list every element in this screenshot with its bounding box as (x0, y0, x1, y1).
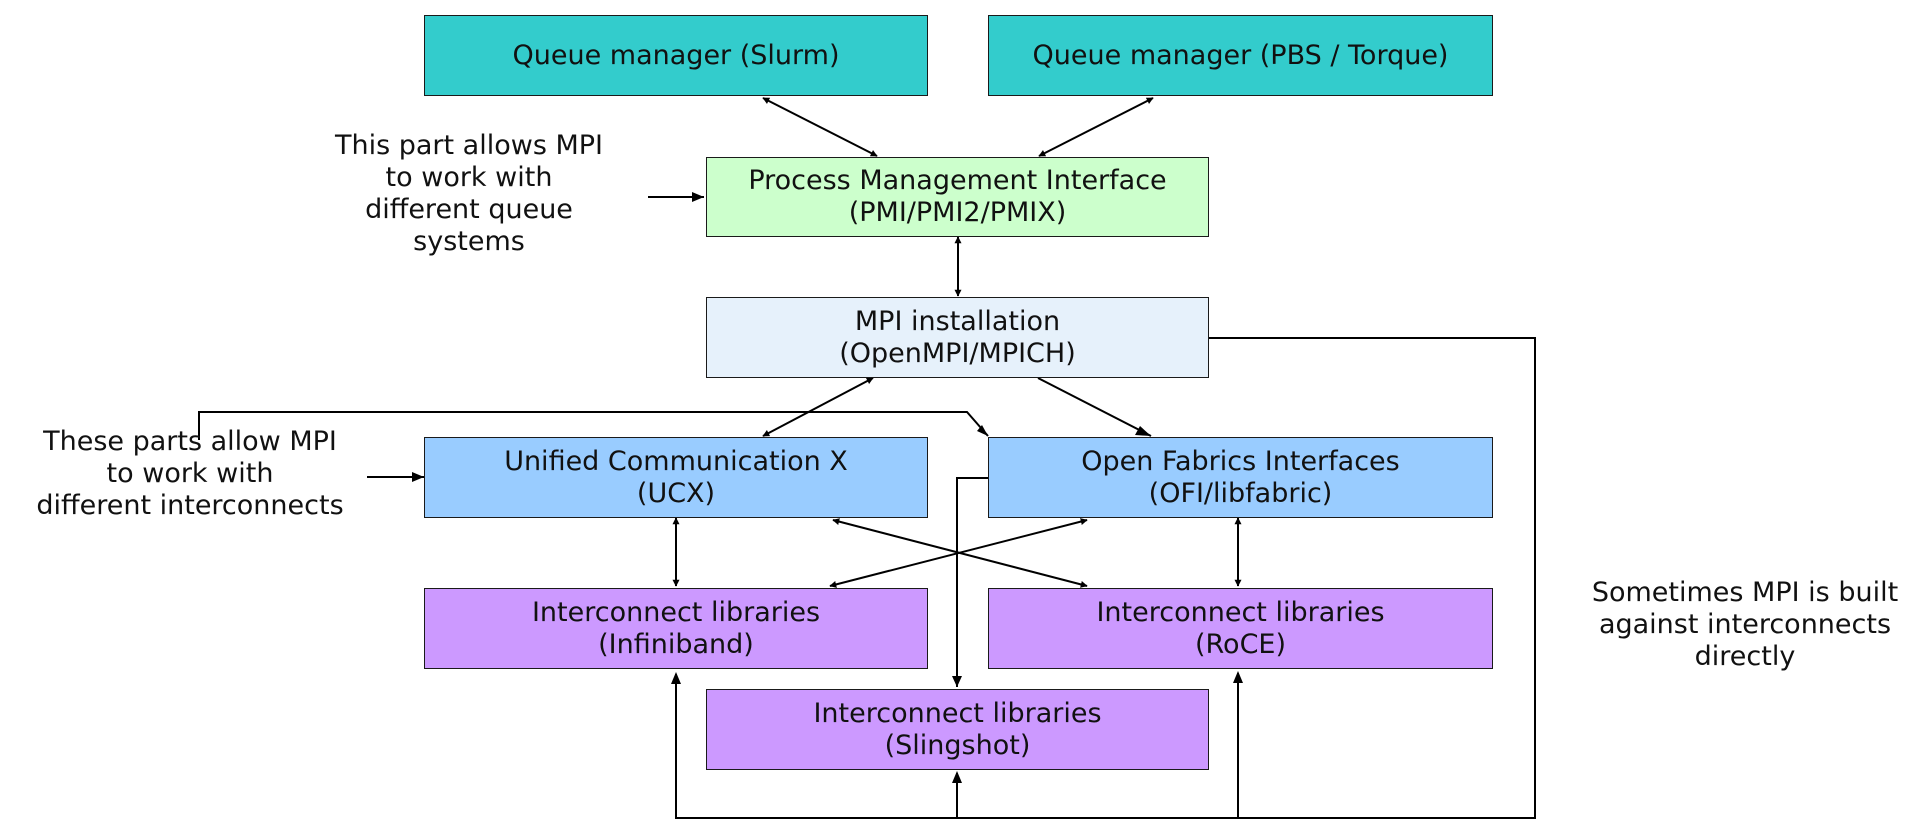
mpi-label-line2: (OpenMPI/MPICH) (839, 337, 1076, 369)
roce-box: Interconnect libraries (RoCE) (988, 588, 1493, 669)
direct-note-line1: Sometimes MPI is built (1591, 577, 1899, 608)
ucx-label-line1: Unified Communication X (504, 445, 848, 477)
pmi-box: Process Management Interface (PMI/PMI2/P… (706, 157, 1209, 237)
queue-note-line3: different queue (365, 194, 573, 225)
roce-label-line1: Interconnect libraries (1096, 596, 1385, 628)
slingshot-label-line1: Interconnect libraries (813, 697, 1102, 729)
queue-manager-pbs-box: Queue manager (PBS / Torque) (988, 15, 1493, 96)
ofi-slingshot-arrow (956, 477, 988, 687)
interconnects-note: These parts allow MPI to work with diffe… (10, 426, 370, 522)
slingshot-label-line2: (Slingshot) (884, 729, 1031, 761)
mpi-installation-box: MPI installation (OpenMPI/MPICH) (706, 297, 1209, 378)
note-to-ofi-arrow (198, 411, 989, 440)
pmi-label-line1: Process Management Interface (748, 165, 1167, 196)
direct-note-line2: against interconnects (1598, 609, 1892, 640)
infiniband-label-line1: Interconnect libraries (531, 596, 821, 628)
direct-note-line3: directly (1694, 641, 1796, 672)
queue-systems-note: This part allows MPI to work with differ… (309, 130, 629, 258)
infiniband-label-line2: (Infiniband) (598, 628, 754, 660)
queue-manager-pbs-label: Queue manager (PBS / Torque) (1032, 39, 1449, 71)
queue-manager-slurm-label: Queue manager (Slurm) (512, 39, 840, 71)
mpi-direct-path (675, 337, 1536, 819)
pmi-label-line2: (PMI/PMI2/PMIX) (848, 197, 1067, 228)
mpi-label-line1: MPI installation (854, 305, 1061, 337)
interconnect-note-line1: These parts allow MPI (43, 426, 337, 457)
ofi-label-line1: Open Fabrics Interfaces (1081, 445, 1400, 477)
queue-note-line1: This part allows MPI (334, 130, 604, 161)
mpi-ofi-arrow (1037, 377, 1152, 437)
ofi-ib-cross-arrow (829, 518, 1088, 588)
infiniband-box: Interconnect libraries (Infiniband) (424, 588, 928, 669)
ucx-label-line2: (UCX) (636, 477, 716, 509)
ofi-box: Open Fabrics Interfaces (OFI/libfabric) (988, 437, 1493, 518)
interconnect-note-line3: different interconnects (36, 490, 344, 521)
queue-note-line4: systems (413, 226, 525, 257)
mpi-ucx-arrow (762, 377, 874, 437)
interconnect-note-line2: to work with (106, 458, 274, 489)
ofi-label-line2: (OFI/libfabric) (1148, 477, 1333, 509)
pbs-pmi-arrow (1038, 97, 1154, 157)
ucx-box: Unified Communication X (UCX) (424, 437, 928, 518)
queue-manager-slurm-box: Queue manager (Slurm) (424, 15, 928, 96)
direct-build-note: Sometimes MPI is built against interconn… (1575, 577, 1915, 673)
slingshot-box: Interconnect libraries (Slingshot) (706, 689, 1209, 770)
queue-note-line2: to work with (385, 162, 553, 193)
roce-label-line2: (RoCE) (1194, 628, 1287, 660)
slurm-pmi-arrow (762, 97, 878, 157)
